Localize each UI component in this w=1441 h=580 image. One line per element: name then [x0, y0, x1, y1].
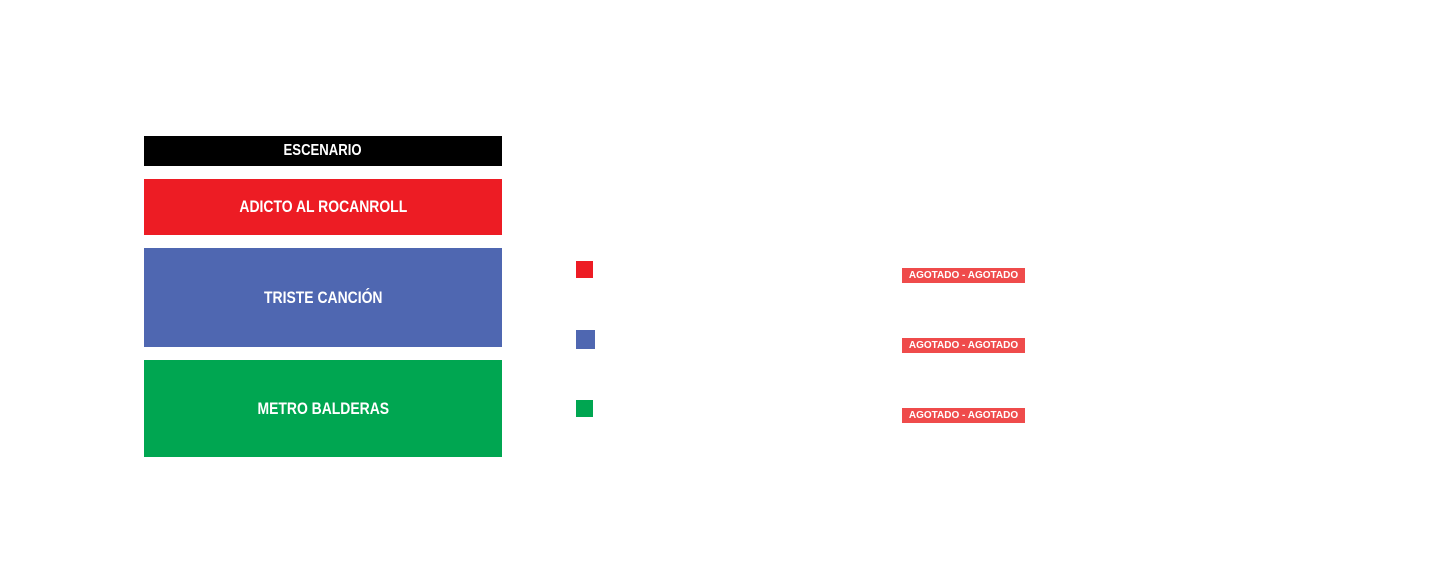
zone-metro-balderas[interactable]: METRO BALDERAS — [144, 360, 502, 457]
zone-adicto-al-rocanroll[interactable]: ADICTO AL ROCANROLL — [144, 179, 502, 235]
zone-label: TRISTE CANCIÓN — [263, 287, 383, 307]
zone-label: METRO BALDERAS — [257, 398, 389, 418]
legend-swatch-blue — [576, 330, 595, 349]
stage-label: ESCENARIO — [144, 136, 502, 166]
sold-out-badge: AGOTADO - AGOTADO — [902, 338, 1025, 353]
legend-swatch-green — [576, 400, 593, 417]
legend-swatch-red — [576, 261, 593, 278]
stage-text: ESCENARIO — [283, 142, 363, 159]
zone-triste-cancion[interactable]: TRISTE CANCIÓN — [144, 248, 502, 347]
sold-out-badge: AGOTADO - AGOTADO — [902, 408, 1025, 423]
sold-out-badge: AGOTADO - AGOTADO — [902, 268, 1025, 283]
zone-label: ADICTO AL ROCANROLL — [239, 197, 407, 216]
